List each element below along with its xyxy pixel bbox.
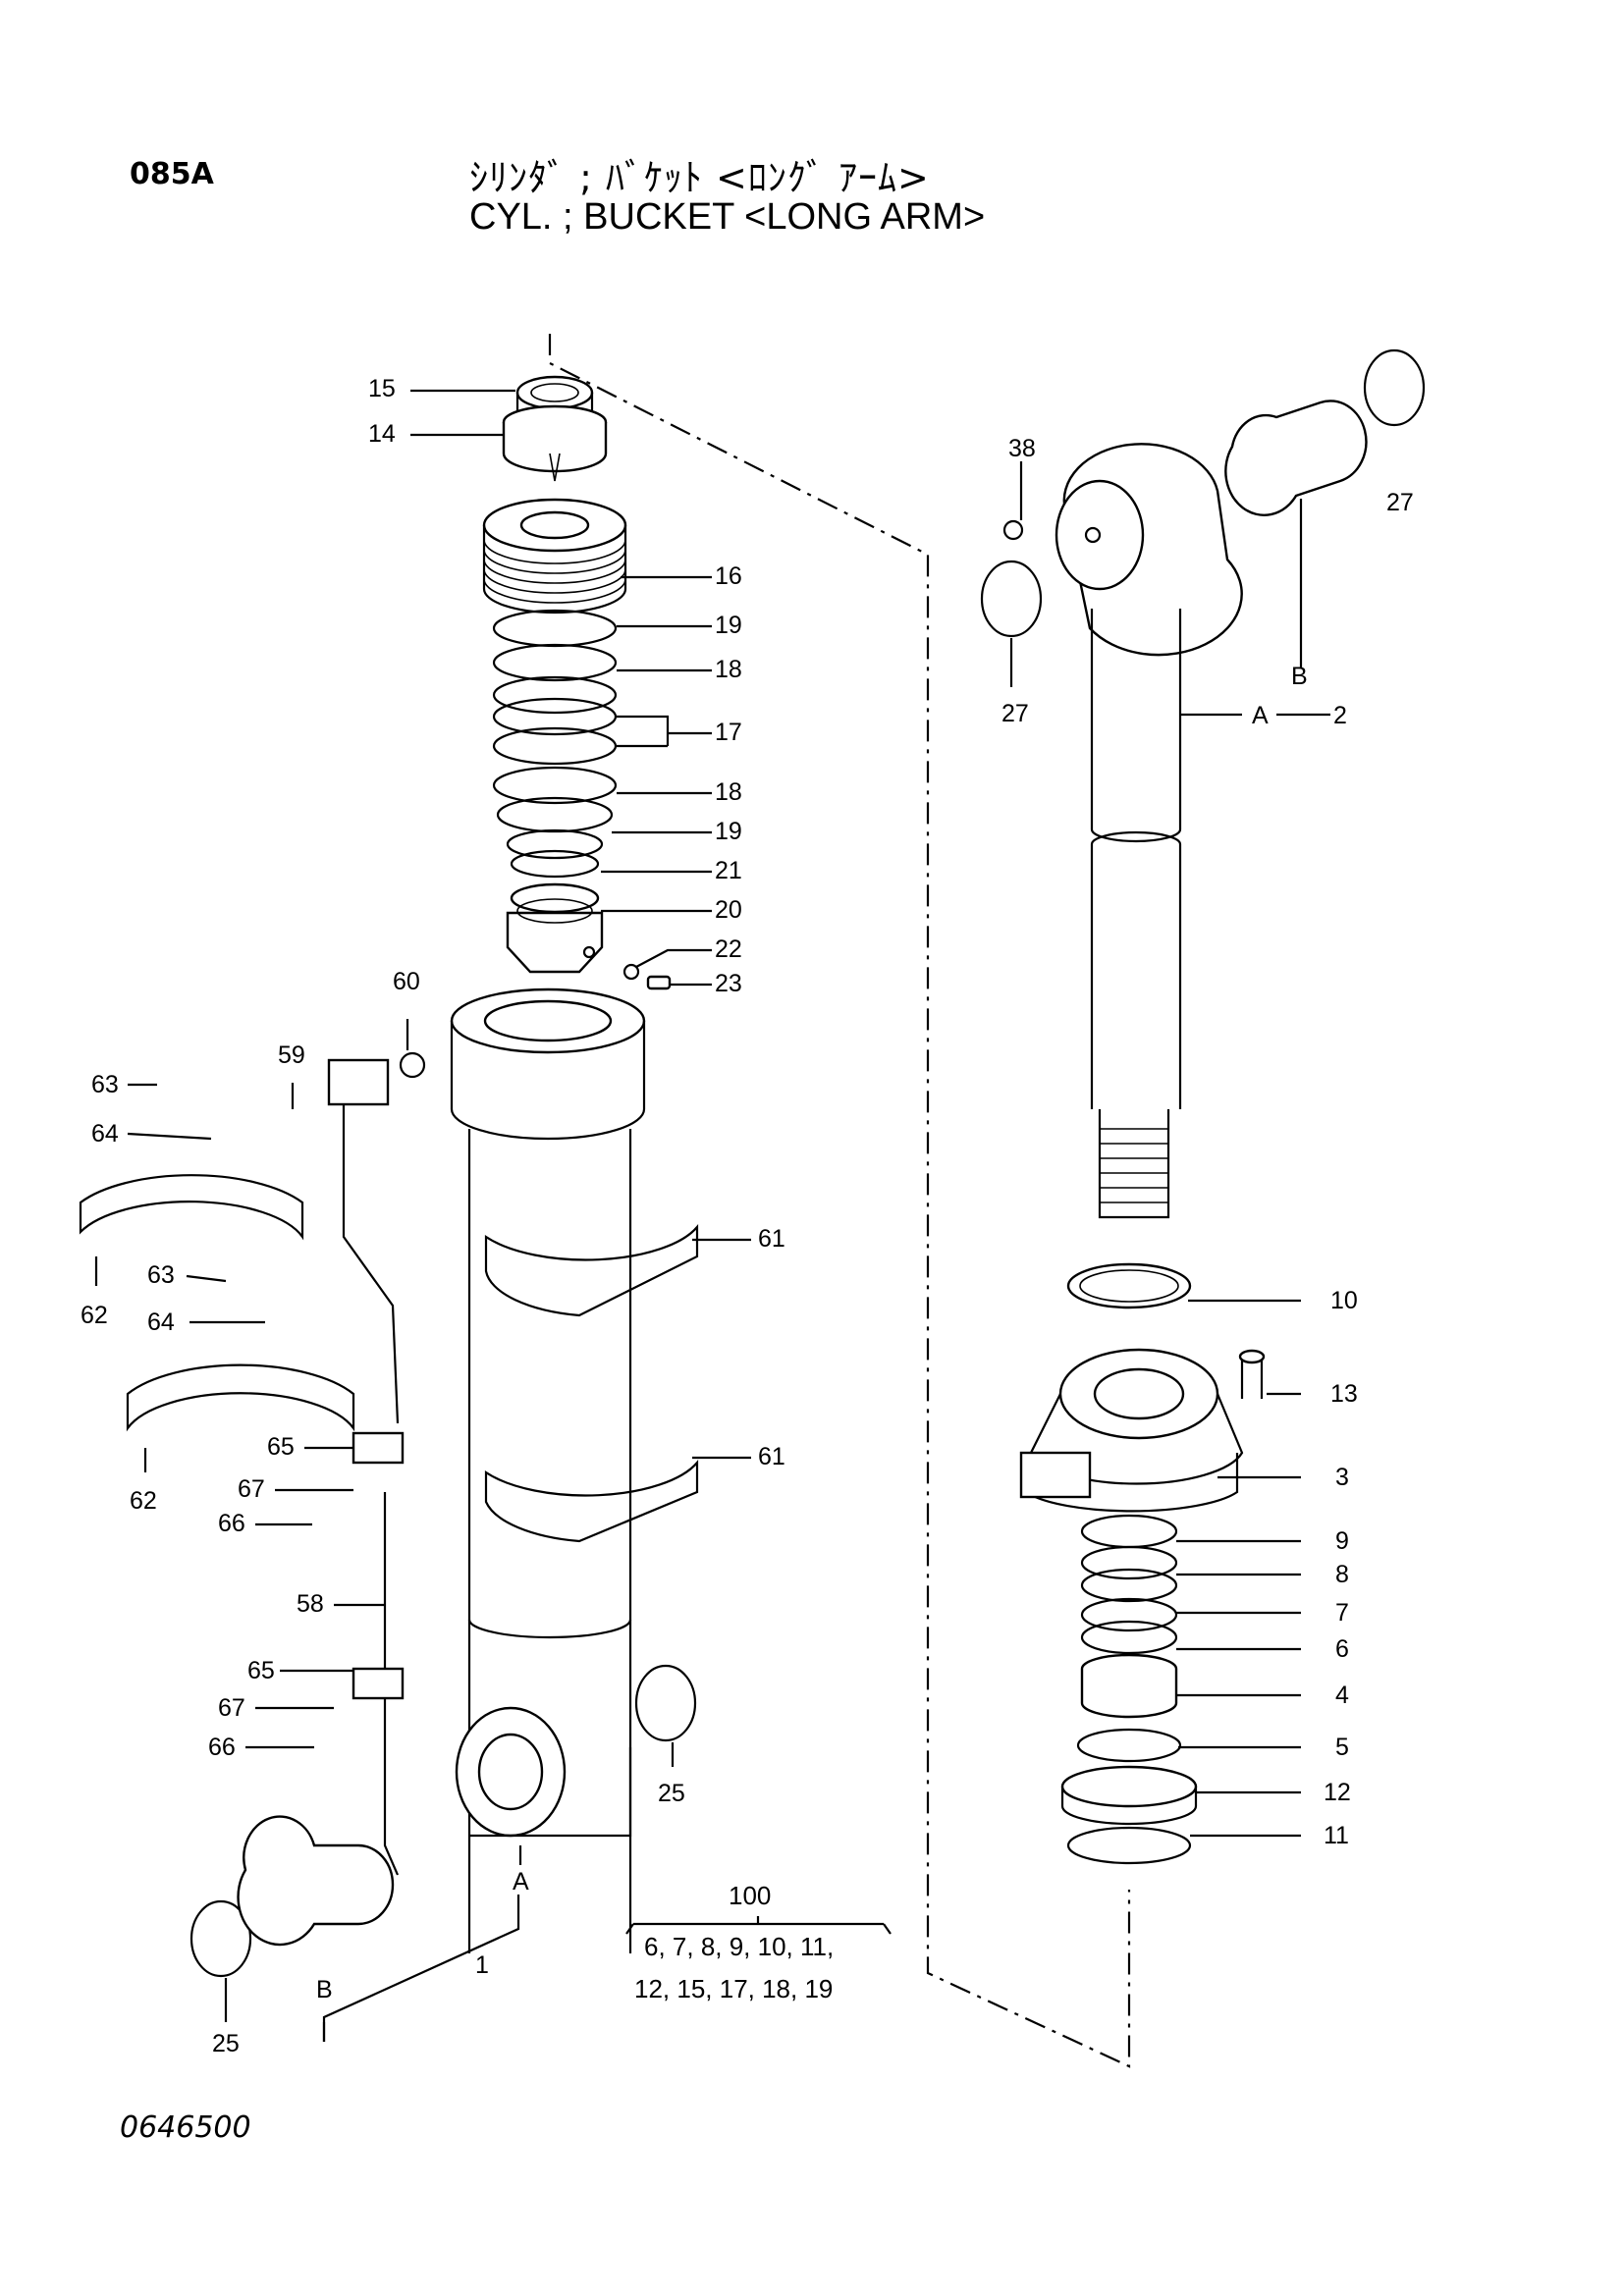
label-6: 6 [1335,1635,1349,1663]
label-61b: 61 [758,1443,785,1470]
label-38: 38 [1008,435,1036,462]
part-2-piston-rod [1055,443,1243,1219]
clamp-lower-left [126,1363,355,1432]
label-b-tube: B [316,1976,333,2003]
clamp-upper-left [79,1174,304,1241]
clamp-lower-right [484,1459,699,1543]
clamp-upper-right [484,1223,699,1317]
label-27-left: 27 [1001,700,1029,727]
label-11: 11 [1324,1822,1349,1849]
seal-ring-stack [492,609,618,879]
label-66: 66 [218,1510,245,1537]
label-1: 1 [475,1951,489,1979]
kit-parts-line-1: 6, 7, 8, 9, 10, 11, [644,1932,834,1961]
label-65b: 65 [247,1657,275,1684]
part-13-bolt [1238,1349,1266,1399]
label-19: 19 [715,612,742,639]
label-27-right: 27 [1386,489,1414,516]
part-20-nut [506,882,604,974]
drawing-number: 0646500 [120,2110,251,2145]
part-27-seal-right [1363,348,1426,427]
label-14: 14 [368,420,396,448]
label-20: 20 [715,896,742,924]
part-16-cylinder-head [482,498,627,614]
part-59-block [327,1058,390,1106]
label-16: 16 [715,562,742,590]
leader-lines [94,389,1330,2042]
label-58: 58 [297,1590,324,1618]
label-63: 63 [91,1071,119,1098]
label-2: 2 [1333,702,1347,729]
label-b-rod: B [1291,663,1308,690]
part-25-seal-right [634,1664,697,1742]
part-60-o-ring [399,1051,426,1079]
label-a-tube: A [513,1868,529,1896]
label-18b: 18 [715,778,742,806]
label-9: 9 [1335,1527,1349,1555]
label-15: 15 [368,375,396,402]
label-3: 3 [1335,1464,1349,1491]
part-1-cylinder-tube [450,988,646,1953]
assembly-guide-line [548,334,1131,2068]
part-b-bushing-left [237,1815,395,1947]
title-japanese: ｼﾘﾝﾀﾞ ; ﾊﾞｹｯﾄ <ﾛﾝｸﾞ ｱｰﾑ> [469,156,930,199]
label-67b: 67 [218,1694,245,1722]
label-12: 12 [1324,1779,1351,1806]
kit-parts-line-2: 12, 15, 17, 18, 19 [634,1974,833,2003]
part-38-grease-fitting [1002,519,1024,541]
part-b-bushing-right [1224,400,1368,516]
label-a-rod: A [1252,702,1269,729]
part-65-clamp-lower [352,1667,405,1700]
part-25-seal-left [189,1899,252,1978]
label-65: 65 [267,1433,295,1461]
title-english: CYL. ; BUCKET <LONG ARM> [469,196,986,238]
part-65-clamp-upper [352,1431,405,1465]
part-22-ball [622,963,640,981]
part-10-ring [1066,1262,1192,1309]
kit-number: 100 [729,1881,771,1910]
piston-seal-stack [1060,1514,1198,1865]
label-63b: 63 [147,1261,175,1289]
label-8: 8 [1335,1561,1349,1588]
part-14-bushing [502,404,608,482]
label-25-right: 25 [658,1780,685,1807]
part-58-hydraulic-pipe [342,1080,400,1876]
page-code: 085A [130,157,214,191]
label-66b: 66 [208,1734,236,1761]
label-67: 67 [238,1475,265,1503]
label-4: 4 [1335,1682,1349,1709]
label-23: 23 [715,970,742,997]
label-19b: 19 [715,818,742,845]
label-5: 5 [1335,1734,1349,1761]
label-59: 59 [278,1041,305,1069]
part-27-seal-left [980,560,1043,638]
part-3-piston [1019,1348,1244,1513]
label-62b: 62 [130,1487,157,1515]
label-62: 62 [81,1302,108,1329]
label-10: 10 [1330,1287,1358,1314]
label-13: 13 [1330,1380,1358,1408]
label-64: 64 [91,1120,119,1148]
label-18: 18 [715,656,742,683]
label-25-left: 25 [212,2030,240,2057]
label-61: 61 [758,1225,785,1253]
label-17: 17 [715,719,742,746]
label-21: 21 [715,857,742,884]
label-7: 7 [1335,1599,1349,1627]
part-23-set-screw [646,975,672,990]
label-64b: 64 [147,1308,175,1336]
label-22: 22 [715,935,742,963]
label-60: 60 [393,968,420,995]
